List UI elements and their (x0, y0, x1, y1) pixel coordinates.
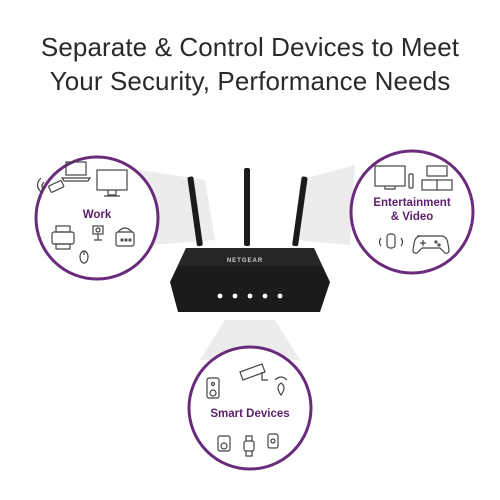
gamepad-icon (412, 235, 450, 254)
headline: Separate & Control Devices to Meet Your … (0, 30, 500, 98)
router-led-3 (247, 293, 253, 299)
webcam-icon (92, 225, 104, 241)
entertainment-label: Entertainment & Video (362, 196, 462, 224)
media-console-icon (421, 165, 453, 191)
tv-icon (374, 165, 406, 190)
entertainment-label-line-2: & Video (390, 211, 434, 223)
router-brand-logo: NETGEAR (226, 258, 264, 264)
beam-smart (200, 320, 300, 360)
smartwatch-icon (243, 435, 255, 457)
laptop-icon (60, 161, 92, 182)
smart-display-icon (217, 435, 231, 452)
remote-icon (408, 173, 414, 189)
usb-wifi-icon (36, 177, 65, 193)
router-antenna-right (292, 176, 308, 247)
wireless-speaker-icon (206, 377, 220, 399)
location-sensor-icon (274, 376, 288, 397)
router-antenna-middle (244, 168, 250, 246)
desk-phone-icon (115, 227, 135, 247)
entertainment-label-line-1: Entertainment (373, 197, 451, 209)
printer-icon (51, 225, 75, 250)
beam-entertainment (295, 165, 355, 245)
security-camera-icon (239, 363, 268, 381)
router-led-2 (232, 293, 238, 299)
headline-line-2: Your Security, Performance Needs (49, 66, 451, 96)
headline-line-1: Separate & Control Devices to Meet (40, 32, 460, 62)
mouse-icon (79, 250, 89, 264)
router-led-5 (277, 293, 283, 299)
circle-smart (187, 345, 313, 471)
smart-plug-icon (267, 433, 279, 449)
smart-devices-label: Smart Devices (210, 408, 290, 420)
router (170, 168, 330, 312)
router-led-4 (262, 293, 268, 299)
smart-speaker-icon (378, 233, 404, 249)
work-label: Work (82, 209, 112, 221)
circle-entertainment (349, 149, 475, 275)
circle-work (34, 155, 160, 281)
router-led-1 (217, 293, 223, 299)
monitor-icon (96, 169, 128, 197)
router-antenna-left (187, 176, 203, 247)
